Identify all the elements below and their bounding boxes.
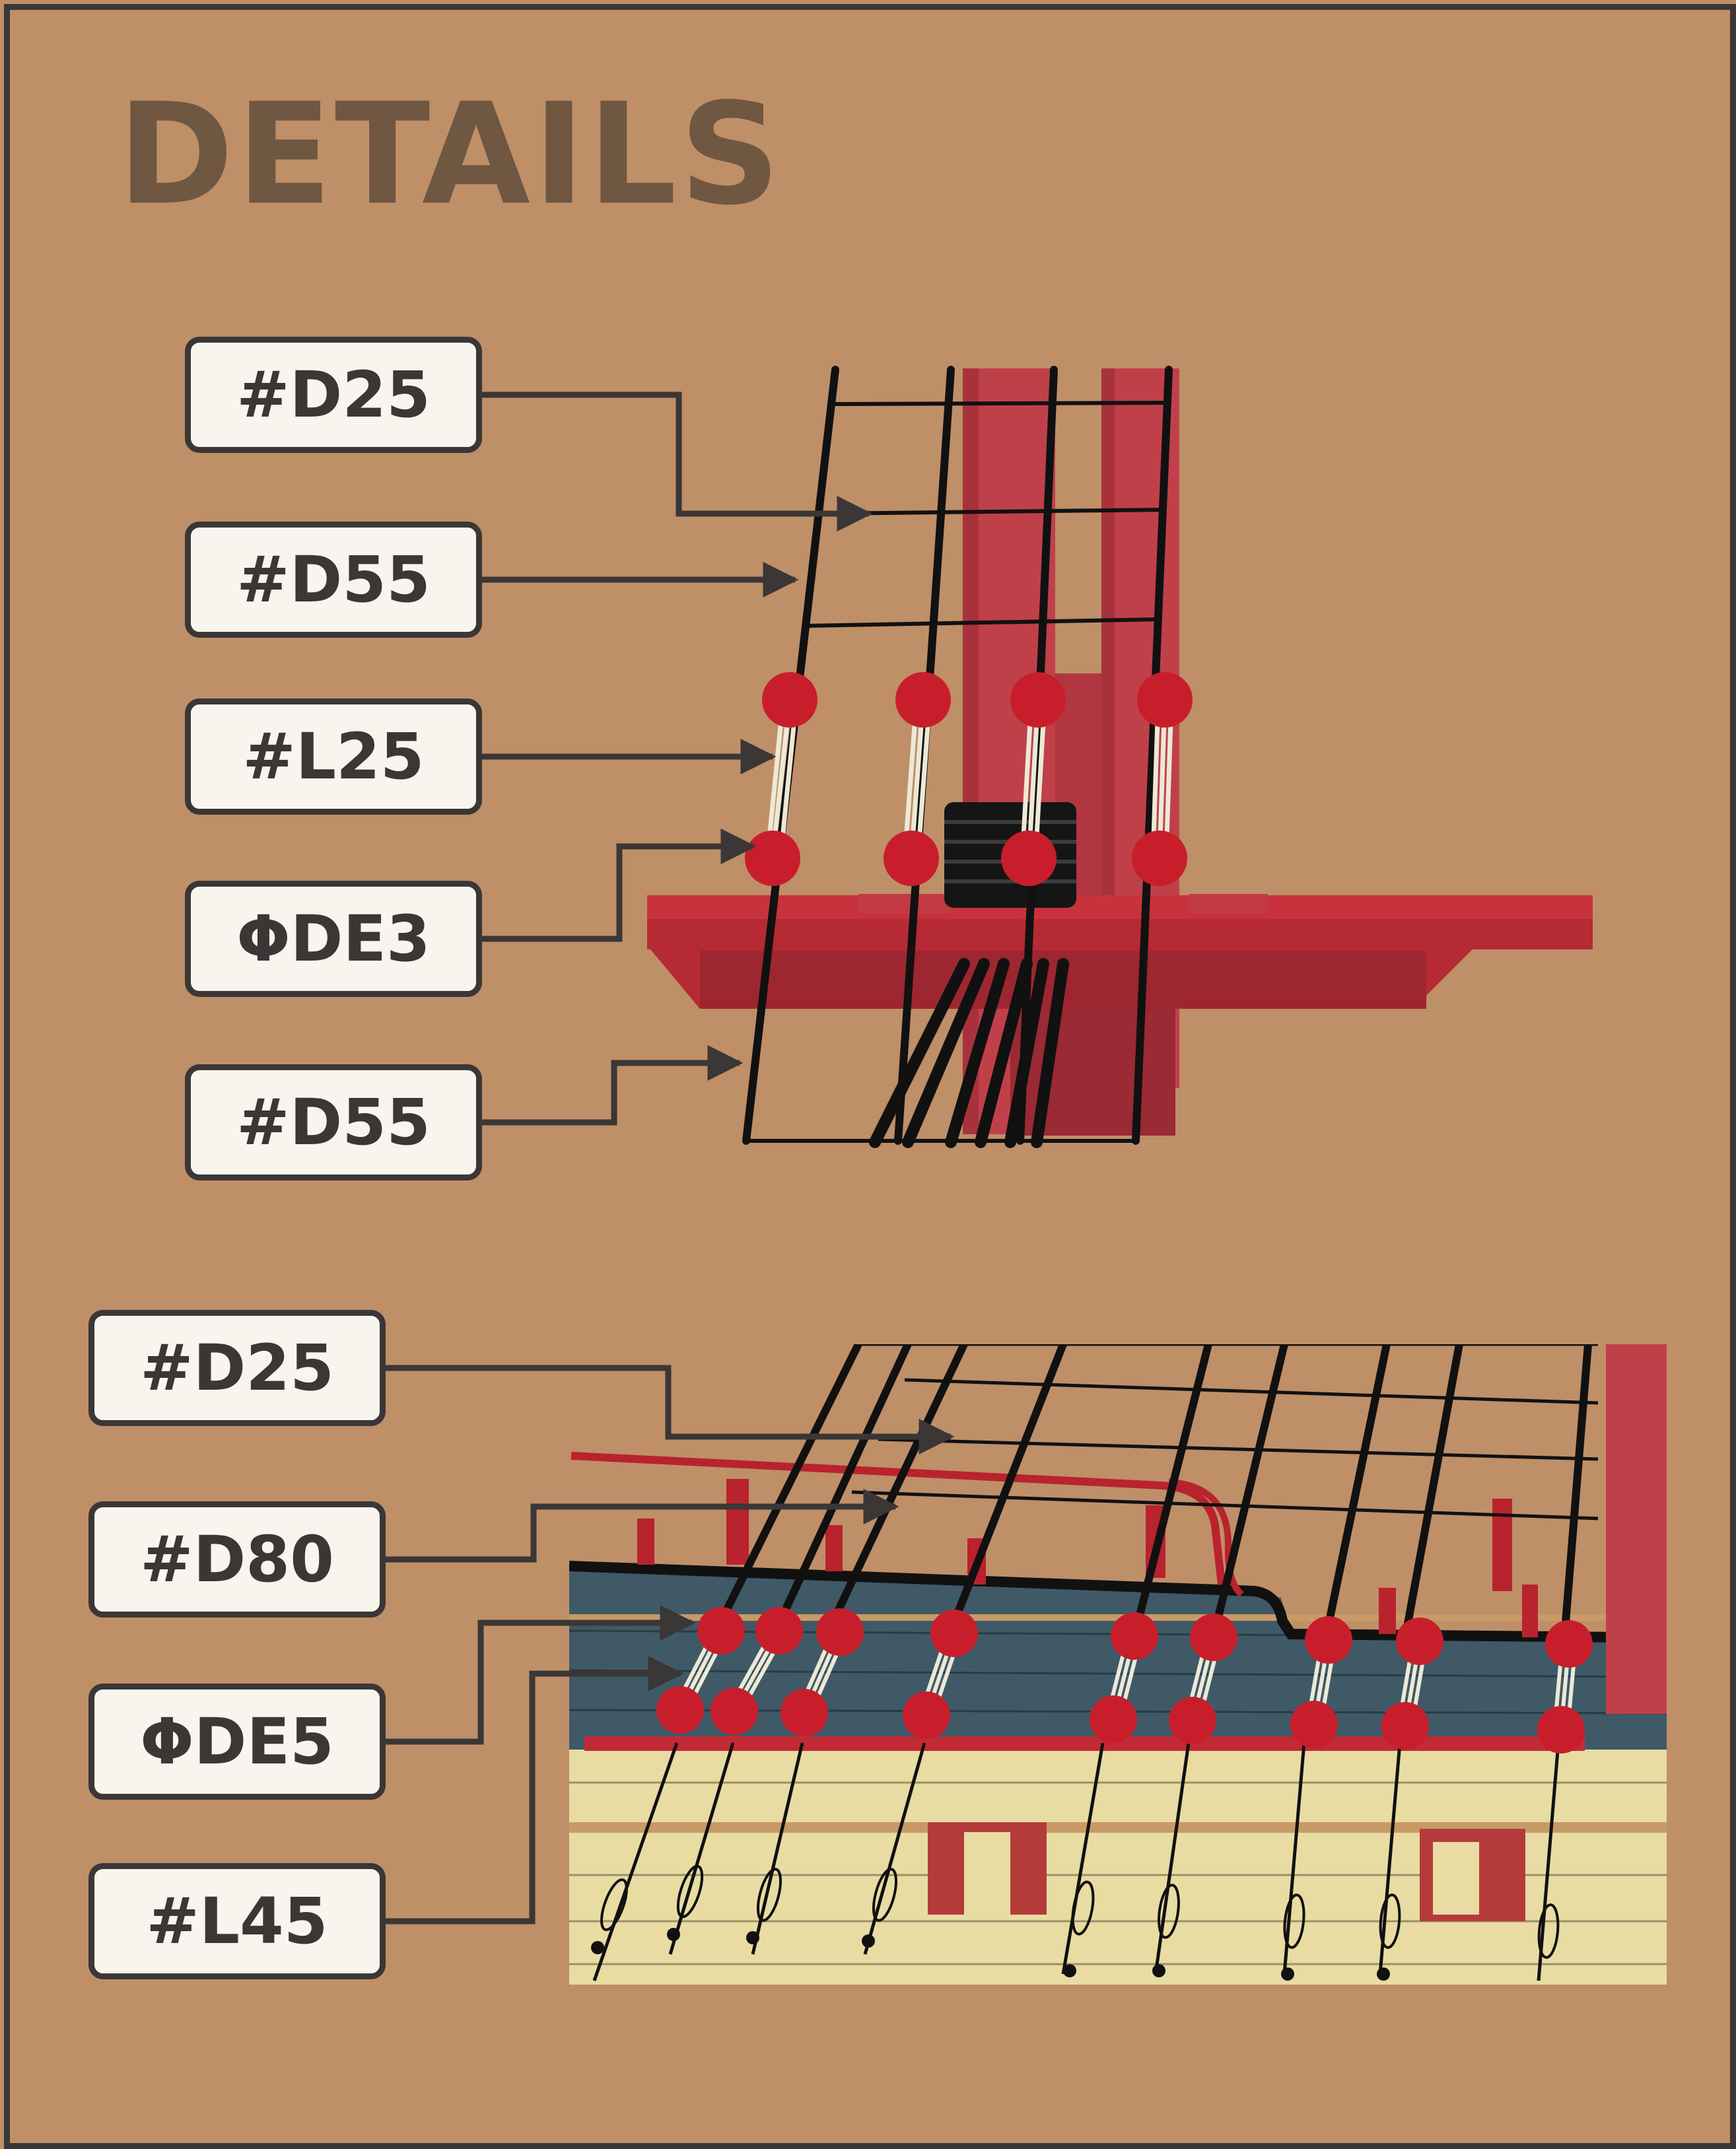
deck-post-6	[1492, 1499, 1512, 1591]
label-top-l25: #L25	[185, 699, 482, 815]
label-top-de3: ΦDE3	[185, 881, 482, 997]
lower-ratlines	[852, 1344, 1598, 1518]
deck-post-3	[825, 1525, 843, 1571]
label-hull-d80: #D80	[88, 1501, 386, 1618]
deck-post-8	[1522, 1585, 1538, 1637]
label-hull-d25: #D25	[88, 1310, 386, 1426]
label-top-d55-lower: #D55	[185, 1064, 482, 1180]
deadeye-pair-2	[884, 672, 951, 886]
label-top-d25: #D25	[185, 337, 482, 453]
leader-top-d55-lower	[482, 1063, 740, 1122]
label-hull-de5: ΦDE5	[88, 1684, 386, 1800]
platform-block-1	[858, 894, 951, 914]
label-hull-l45: #L45	[88, 1863, 386, 1979]
hull-channel-illustration	[386, 1344, 1667, 1985]
deck-post-1	[726, 1479, 749, 1565]
top-mast-illustration	[482, 368, 1593, 1142]
deadeye-pair-1	[745, 672, 817, 886]
label-top-d55-upper: #D55	[185, 522, 482, 638]
gun-port-2-opening	[1433, 1842, 1479, 1915]
mast-stub	[1606, 1344, 1667, 1714]
leader-top-d25	[482, 395, 869, 514]
top-platform-edge	[647, 895, 1593, 919]
deck-post-2	[637, 1518, 654, 1565]
platform-block-2	[1189, 894, 1268, 914]
deck-post-7	[1379, 1588, 1396, 1634]
top-leader-lines	[482, 395, 869, 1122]
gun-port-1-opening	[964, 1832, 1010, 1915]
